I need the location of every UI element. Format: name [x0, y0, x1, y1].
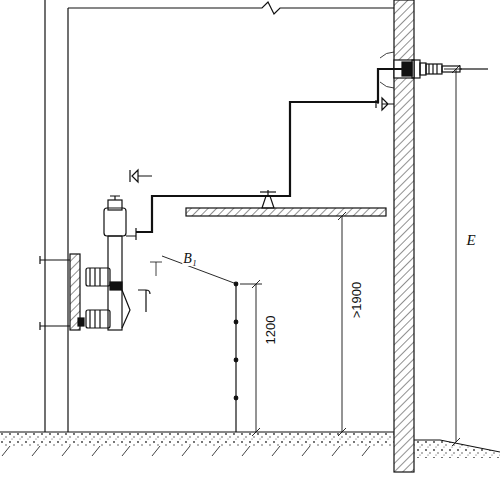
disconnector	[40, 196, 162, 330]
wall-section	[394, 0, 414, 472]
clearance-symbol: B₁	[182, 252, 197, 266]
bus-conductor	[136, 69, 402, 232]
ceiling-break-line	[68, 2, 394, 14]
dimension-1200	[240, 280, 262, 436]
column-line	[67, 8, 68, 432]
column-line	[44, 0, 45, 432]
side-insulator	[130, 170, 152, 182]
floor-line	[0, 431, 394, 432]
ground-ticks	[2, 446, 370, 456]
clearance-line	[162, 256, 234, 283]
outside-ground	[414, 440, 500, 458]
dimension-value: >1900	[350, 281, 363, 320]
protective-barrier	[234, 282, 238, 432]
post-insulator	[376, 98, 394, 110]
support-beam	[186, 208, 386, 216]
dimension-value: 1200	[264, 315, 277, 346]
floor-fill	[0, 432, 394, 446]
outside-ground-line	[414, 440, 500, 452]
dimension-e	[444, 65, 462, 446]
support-insulator	[260, 190, 276, 208]
dimension-1900	[338, 212, 346, 436]
dimension-symbol: E	[465, 233, 476, 248]
